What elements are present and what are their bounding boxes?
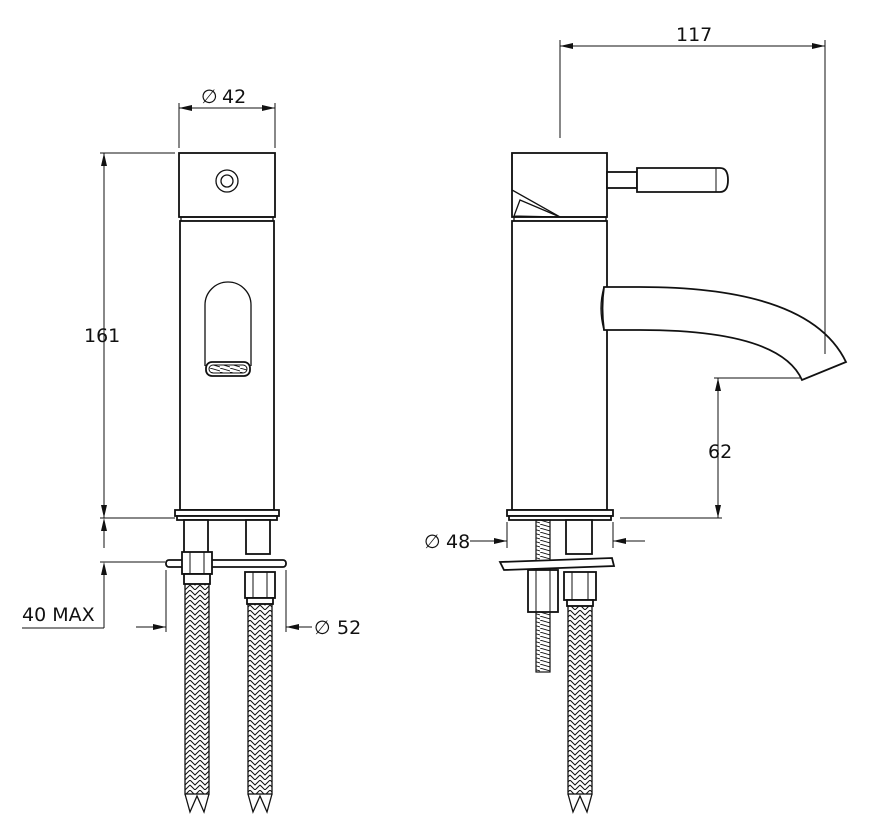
side-lever-stem	[606, 171, 638, 189]
side-base-ring	[506, 509, 614, 517]
dim-base-diameter: 48	[446, 531, 470, 553]
side-handle-block	[511, 152, 608, 218]
side-view	[498, 152, 848, 814]
dim-deck-thickness: 40 MAX	[22, 604, 95, 626]
side-spout	[601, 286, 848, 382]
side-lever-grip	[636, 167, 729, 193]
front-indicator-ring	[215, 169, 239, 193]
side-body	[511, 220, 608, 511]
dimension-labels: ∅ 42 161 40 MAX ∅ 52 117 62 ∅ 48	[22, 24, 732, 639]
front-outlet-window	[204, 281, 252, 366]
side-fixing-plate	[498, 557, 616, 571]
dim-front-width-symbol: ∅	[201, 86, 218, 108]
dim-front-width: 42	[222, 86, 246, 108]
front-base-ring	[174, 509, 280, 517]
dimension-lines	[22, 40, 826, 632]
dim-spout-height: 62	[708, 441, 732, 463]
dim-base-diameter-symbol: ∅	[424, 531, 441, 553]
dim-hole-diameter-symbol: ∅	[314, 617, 331, 639]
dim-projection: 117	[676, 24, 712, 46]
front-hose-right	[247, 603, 273, 795]
front-handle-block	[178, 152, 276, 218]
front-view	[165, 152, 287, 814]
dim-hole-diameter: 52	[337, 617, 361, 639]
side-hose	[567, 605, 593, 795]
dim-overall-height: 161	[84, 325, 120, 347]
front-hose-left	[184, 583, 210, 795]
